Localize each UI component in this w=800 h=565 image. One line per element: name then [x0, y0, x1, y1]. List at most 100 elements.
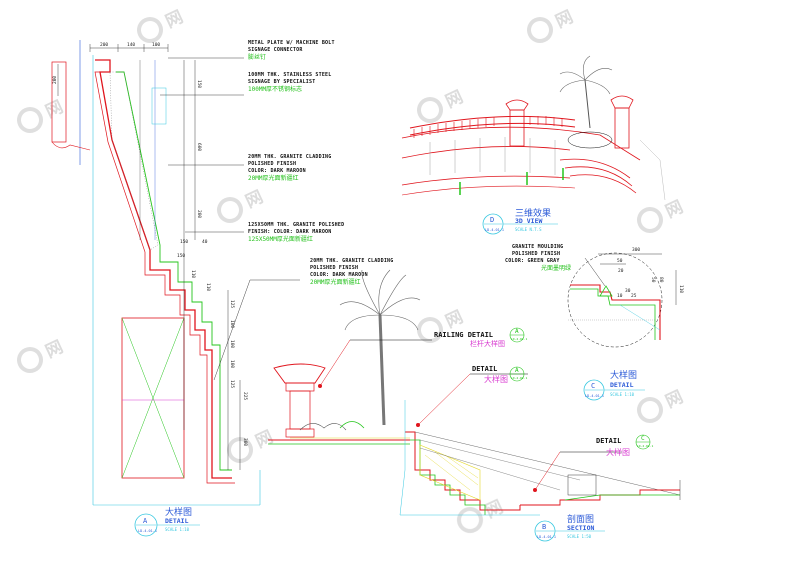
dim-top-2: 140: [127, 42, 135, 48]
dim-mid-10: 100: [229, 320, 235, 328]
title-b-letter: B: [542, 523, 546, 531]
note-6-line-1: GRANITE MOULDING: [512, 244, 563, 250]
title-d-en: 3D VIEW: [515, 217, 542, 225]
title-a-en: DETAIL: [165, 517, 189, 525]
title-c-en: DETAIL: [610, 381, 634, 389]
title-block-d: D LD-4.01.1 三维效果 3D VIEW SCALE N.T.S: [482, 207, 558, 235]
watermark-text: 网: [253, 427, 277, 452]
watermark-text: 网: [443, 87, 467, 112]
watermark-text: 网: [163, 7, 187, 32]
title-a-zh: 大样图: [165, 506, 192, 518]
title-c-letter: C: [591, 382, 595, 390]
dim-mid-1: 150: [196, 80, 202, 88]
callout-railing-label: RAILING DETAIL: [434, 331, 493, 339]
title-b-zh: 剖面图: [567, 513, 594, 525]
dim-c-9: 110: [678, 285, 684, 293]
note-3-zh: 20MM厚光面新疆红: [248, 174, 298, 182]
title-d-letter: D: [490, 216, 494, 224]
notes-left: METAL PLATE W/ MACHINE BOLT SIGNAGE CONN…: [248, 40, 393, 286]
note-6-zh: 光面墨明绿: [541, 264, 571, 272]
detail-c: GRANITE MOULDING POLISHED FINISH COLOR: …: [505, 244, 684, 348]
dim-mid-7: 110: [190, 270, 196, 278]
title-block-a: A LD-4.01.1 大样图 DETAIL SCALE 1:10: [134, 506, 200, 537]
dim-mid-8: 110: [205, 283, 211, 291]
callout-railing-ref: LD-4.01.1: [511, 337, 527, 341]
dim-c-1: 300: [632, 247, 640, 253]
title-block-c: C LD-4.01.1 大样图 DETAIL SCALE 1:10: [583, 369, 645, 401]
title-d-zh: 三维效果: [515, 207, 551, 219]
callout-detail-a-label: DETAIL: [472, 365, 497, 373]
note-5-line-2: POLISHED FINISH: [310, 265, 358, 271]
note-3-line-2: POLISHED FINISH: [248, 161, 296, 167]
watermark-text: 网: [663, 387, 687, 412]
dim-mid-3: 200: [196, 210, 202, 218]
callout-detail-c: DETAIL 大样图 C LD-4.01.1: [596, 434, 653, 457]
dim-c-5: 25: [631, 293, 637, 299]
callout-detail-a-letter: A: [515, 367, 519, 374]
note-4-zh: 125X50MM厚光面新疆红: [248, 235, 313, 243]
callout-railing-detail: RAILING DETAIL 栏杆大样图 A LD-4.01.1: [434, 327, 527, 348]
dim-mid-13: 125: [229, 380, 235, 388]
watermark-text: 网: [43, 337, 67, 362]
title-b-ref: LD-4.01.1: [537, 535, 556, 539]
dim-c-8: 80: [658, 277, 664, 283]
watermark-text: 网: [43, 97, 67, 122]
dim-mid-15: 300: [242, 438, 248, 446]
section-b: [268, 269, 681, 516]
callout-detail-a-zh: 大样图: [484, 374, 508, 384]
note-2-line-2: SIGNAGE BY SPECIALIST: [248, 79, 315, 85]
dim-mid-5: 150: [177, 253, 185, 259]
title-d-ref: LD-4.01.1: [485, 228, 504, 232]
note-1-line-2: SIGNAGE CONNECTOR: [248, 47, 303, 53]
callout-railing-letter: A: [515, 328, 519, 335]
dim-mid-2: 600: [196, 143, 202, 151]
title-a-letter: A: [143, 517, 148, 525]
callout-railing-zh: 栏杆大样图: [470, 339, 505, 348]
dim-c-2: 50: [617, 258, 623, 264]
title-c-scale: SCALE 1:10: [610, 392, 635, 397]
dim-mid-9: 125: [229, 300, 235, 308]
watermark-text: 网: [243, 187, 267, 212]
title-a-scale: SCALE 1:10: [165, 527, 190, 532]
callout-detail-c-zh: 大样图: [606, 447, 630, 457]
title-c-ref: LD-4.01.1: [585, 394, 604, 398]
title-d-scale: SCALE N.T.S: [515, 227, 542, 232]
callout-detail-c-label: DETAIL: [596, 437, 621, 445]
callout-detail-a-ref: LD-4.01.1: [511, 376, 527, 380]
title-b-scale: SCALE 1:50: [567, 534, 592, 539]
note-3-line-1: 20MM THK. GRANITE CLADDING: [248, 154, 331, 160]
dim-c-6: 30: [625, 288, 631, 294]
title-block-b: B LD-4.01.1 剖面图 SECTION SCALE 1:50: [534, 513, 605, 542]
dim-top-1: 200: [100, 42, 108, 48]
callout-detail-a: DETAIL 大样图 A LD-4.01.1: [472, 365, 527, 384]
dim-c-3: 20: [618, 268, 624, 274]
dim-mid-11: 100: [229, 340, 235, 348]
callout-detail-c-letter: C: [641, 435, 645, 442]
watermark-layer: 网 网 网 网 网 网 网 网 网 网 网: [17, 7, 687, 533]
3d-view: [401, 55, 666, 201]
watermark-text: 网: [553, 7, 577, 32]
note-1-zh: 膨丝钉: [248, 53, 266, 61]
note-6-line-3: COLOR: GREEN GRAY: [505, 258, 560, 264]
dim-top-3: 100: [152, 42, 160, 48]
dim-mid-14: 225: [242, 392, 248, 400]
note-6-line-2: POLISHED FINISH: [512, 251, 560, 257]
dim-mid-12: 100: [229, 360, 235, 368]
note-3-line-3: COLOR: DARK MAROON: [248, 168, 306, 174]
note-2-zh: 100MM厚不锈钢标志: [248, 85, 302, 93]
title-b-en: SECTION: [567, 524, 594, 532]
title-c-zh: 大样图: [610, 369, 637, 381]
note-5-line-3: COLOR: DARK MAROON: [310, 272, 368, 278]
title-a-ref: LD-4.01.1: [138, 529, 157, 533]
callout-detail-c-ref: LD-4.01.1: [637, 444, 653, 448]
note-4-line-2: FINISH: COLOR: DARK MAROON: [248, 229, 331, 235]
dim-c-4: 10: [617, 293, 623, 299]
dim-mid-4: 150: [180, 239, 188, 245]
note-5-zh: 20MM厚光面新疆红: [310, 278, 360, 286]
note-1-line-1: METAL PLATE W/ MACHINE BOLT: [248, 40, 335, 46]
detail-a-section: 200 140 100 200 150 600 200 150 150 40 1…: [51, 40, 300, 506]
watermark-text: 网: [443, 307, 467, 332]
dim-mid-6: 40: [202, 239, 208, 245]
